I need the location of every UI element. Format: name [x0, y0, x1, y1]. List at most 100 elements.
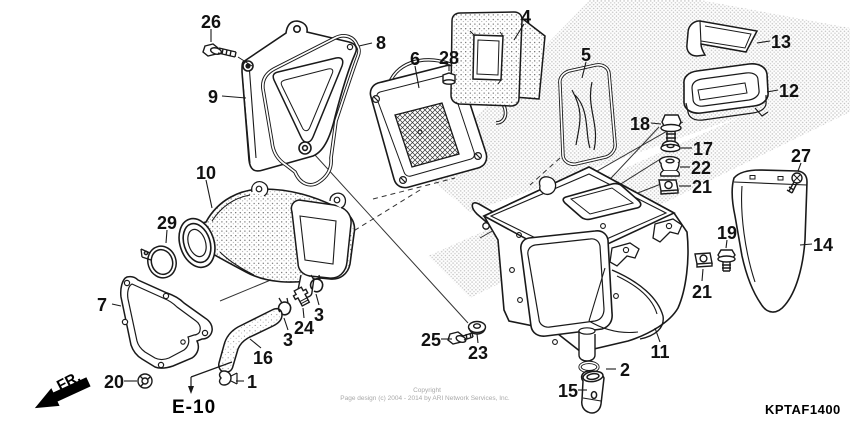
part-gasket-7	[120, 275, 213, 369]
callout-5[interactable]: 5	[581, 45, 591, 79]
callout-4[interactable]: 4	[513, 7, 531, 41]
part-screw-27	[786, 172, 803, 194]
callout-number[interactable]: 8	[376, 33, 386, 53]
callout-25[interactable]: 25	[421, 330, 452, 350]
callout-leader	[283, 317, 289, 331]
part-connecting-tube-10	[178, 180, 356, 298]
callout-leader	[302, 307, 305, 319]
callout-number[interactable]: 21	[692, 282, 712, 302]
front-arrow-icon	[34, 377, 91, 409]
callout-leader	[513, 23, 525, 41]
callout-18[interactable]: 18	[630, 114, 662, 134]
callout-leader	[221, 95, 247, 99]
callout-6[interactable]: 6	[410, 49, 420, 89]
callout-3[interactable]: 3	[314, 293, 324, 325]
callout-number[interactable]: 24	[294, 318, 314, 338]
part-bolt-19	[717, 249, 736, 272]
callout-10[interactable]: 10	[196, 163, 216, 209]
plate-code-label: KPTAF1400	[765, 402, 841, 417]
callout-number[interactable]: 3	[283, 330, 293, 350]
callout-14[interactable]: 14	[799, 235, 833, 255]
callout-leader	[111, 303, 122, 307]
callout-number[interactable]: 22	[691, 158, 711, 178]
callout-number[interactable]: 15	[558, 381, 578, 401]
callout-number[interactable]: 17	[693, 139, 713, 159]
callout-leader	[799, 243, 813, 246]
callout-number[interactable]: 19	[717, 223, 737, 243]
callout-leader	[414, 65, 420, 89]
callout-leader	[165, 229, 168, 244]
callout-9[interactable]: 9	[208, 87, 247, 107]
callout-number[interactable]: 7	[97, 295, 107, 315]
callout-20[interactable]: 20	[104, 372, 137, 392]
callout-number[interactable]: 3	[314, 305, 324, 325]
callout-27[interactable]: 27	[791, 146, 811, 172]
callout-leader	[581, 61, 587, 79]
callout-leader	[249, 338, 262, 349]
callout-number[interactable]: 26	[201, 12, 221, 32]
callout-16[interactable]: 16	[249, 338, 273, 368]
callout-number[interactable]: 13	[771, 32, 791, 52]
part-element-seal-5	[558, 63, 617, 166]
callout-3[interactable]: 3	[283, 317, 293, 350]
callout-21[interactable]: 21	[692, 268, 712, 302]
part-bolt-18	[660, 114, 682, 143]
section-ref-label[interactable]: E-10	[172, 397, 216, 418]
callout-number[interactable]: 27	[791, 146, 811, 166]
part-washer-17	[660, 140, 681, 153]
copyright-line1: Copyright	[413, 387, 441, 394]
callout-23[interactable]: 23	[468, 333, 488, 363]
callout-number[interactable]: 6	[410, 49, 420, 69]
callout-leader	[315, 293, 320, 306]
callout-15[interactable]: 15	[558, 381, 587, 401]
callout-7[interactable]: 7	[97, 295, 122, 315]
callout-number[interactable]: 25	[421, 330, 441, 350]
callout-number[interactable]: 23	[468, 343, 488, 363]
callout-number[interactable]: 5	[581, 45, 591, 65]
callout-number[interactable]: 12	[779, 81, 799, 101]
halftone-band-upper	[422, 0, 850, 212]
part-nut-28	[442, 72, 456, 85]
callout-19[interactable]: 19	[717, 223, 737, 249]
callout-number[interactable]: 2	[620, 360, 630, 380]
callout-number[interactable]: 11	[650, 342, 669, 362]
callout-29[interactable]: 29	[157, 213, 177, 244]
part-mud-guard-14	[731, 169, 808, 313]
callout-24[interactable]: 24	[294, 307, 314, 338]
callout-2[interactable]: 2	[606, 360, 630, 380]
callout-number[interactable]: 21	[692, 177, 712, 197]
callout-26[interactable]: 26	[201, 12, 221, 42]
part-drain-joint-15	[580, 370, 605, 414]
callout-number[interactable]: 18	[630, 114, 650, 134]
callout-number[interactable]: 28	[439, 48, 459, 68]
part-air-filter-element-4	[450, 11, 546, 107]
callout-leader	[205, 179, 213, 209]
callout-28[interactable]: 28	[439, 48, 459, 71]
callout-number[interactable]: 16	[253, 348, 273, 368]
callout-number[interactable]: 20	[104, 372, 124, 392]
callout-leader	[650, 122, 662, 125]
callout-number[interactable]: 9	[208, 87, 218, 107]
callout-number[interactable]: 4	[521, 7, 531, 27]
callout-leader	[797, 162, 802, 172]
callout-17[interactable]: 17	[681, 139, 713, 159]
section-reference: E-10	[172, 361, 233, 418]
part-nut-20	[137, 373, 153, 389]
callout-11[interactable]: 11	[650, 327, 670, 362]
callout-number[interactable]: 1	[247, 372, 257, 392]
callout-8[interactable]: 8	[358, 33, 386, 53]
callout-number[interactable]: 14	[813, 235, 833, 255]
callout-22[interactable]: 22	[680, 158, 711, 178]
callout-number[interactable]: 29	[157, 213, 177, 233]
callout-13[interactable]: 13	[756, 32, 791, 52]
down-arrow-icon	[188, 386, 194, 394]
callout-21[interactable]: 21	[679, 177, 712, 197]
part-bolt-25	[447, 331, 474, 345]
callout-1[interactable]: 1	[236, 372, 257, 392]
callout-leader	[358, 42, 373, 47]
callout-number[interactable]: 10	[196, 163, 216, 183]
callout-12[interactable]: 12	[766, 81, 799, 101]
